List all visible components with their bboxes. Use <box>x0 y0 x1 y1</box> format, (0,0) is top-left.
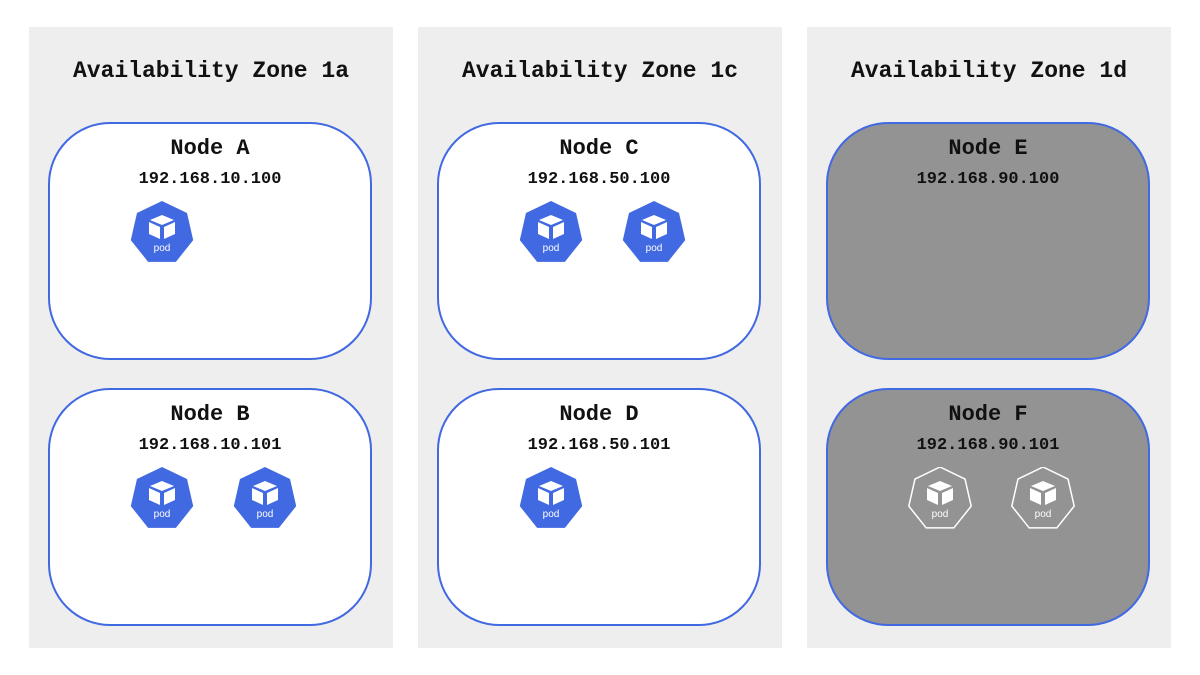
pod: pod <box>1008 467 1078 529</box>
pod-icon: pod <box>908 467 972 529</box>
pod: pod <box>230 467 300 529</box>
cube-icon <box>149 215 175 239</box>
zone-1d: Availability Zone 1d Node E 192.168.90.1… <box>807 27 1171 648</box>
node-name: Node E <box>948 136 1028 161</box>
pod-icon: pod <box>130 201 194 262</box>
zone-title: Availability Zone 1c <box>461 58 739 84</box>
node-name: Node C <box>559 136 639 161</box>
node-name: Node B <box>170 402 250 427</box>
node-name: Node D <box>559 402 639 427</box>
pod: pod <box>619 201 689 263</box>
node-d: Node D 192.168.50.101 pod <box>437 388 761 626</box>
pod-label: pod <box>154 243 171 254</box>
pod-label: pod <box>932 509 949 520</box>
cube-icon <box>149 481 175 505</box>
node-ip: 192.168.10.100 <box>138 170 282 189</box>
pod-icon: pod <box>519 201 583 262</box>
zone-1a: Availability Zone 1a Node A 192.168.10.1… <box>29 27 393 648</box>
node-ip: 192.168.10.101 <box>138 436 282 455</box>
node-ip: 192.168.50.100 <box>527 170 671 189</box>
pod-icon: pod <box>519 467 583 528</box>
node-ip: 192.168.50.101 <box>527 436 671 455</box>
pod: pod <box>905 467 975 529</box>
node-name: Node A <box>170 136 250 161</box>
node-ip: 192.168.90.101 <box>916 436 1060 455</box>
pod-label: pod <box>646 243 663 254</box>
cube-icon <box>538 215 564 239</box>
pod: pod <box>127 467 197 529</box>
pod-label: pod <box>543 509 560 520</box>
pod-icon: pod <box>130 467 194 528</box>
node-a: Node A 192.168.10.100 pod <box>48 122 372 360</box>
zone-1c: Availability Zone 1c Node C 192.168.50.1… <box>418 27 782 648</box>
pod: pod <box>516 201 586 263</box>
pod-icon: pod <box>233 467 297 528</box>
pod: pod <box>127 201 197 263</box>
node-name: Node F <box>948 402 1028 427</box>
cube-icon <box>252 481 278 505</box>
pod-label: pod <box>1035 509 1052 520</box>
cube-icon <box>538 481 564 505</box>
node-ip: 192.168.90.100 <box>916 170 1060 189</box>
cube-icon <box>641 215 667 239</box>
node-b: Node B 192.168.10.101 pod pod <box>48 388 372 626</box>
pod: pod <box>516 467 586 529</box>
node-e: Node E 192.168.90.100 <box>826 122 1150 360</box>
pod-label: pod <box>257 509 274 520</box>
cube-icon <box>1030 481 1056 505</box>
node-c: Node C 192.168.50.100 pod pod <box>437 122 761 360</box>
cube-icon <box>927 481 953 505</box>
node-f: Node F 192.168.90.101 pod pod <box>826 388 1150 626</box>
pod-label: pod <box>154 509 171 520</box>
pod-icon: pod <box>622 201 686 262</box>
pod-label: pod <box>543 243 560 254</box>
zone-title: Availability Zone 1d <box>850 58 1128 84</box>
zone-title: Availability Zone 1a <box>72 58 350 84</box>
pod-icon: pod <box>1011 467 1075 529</box>
